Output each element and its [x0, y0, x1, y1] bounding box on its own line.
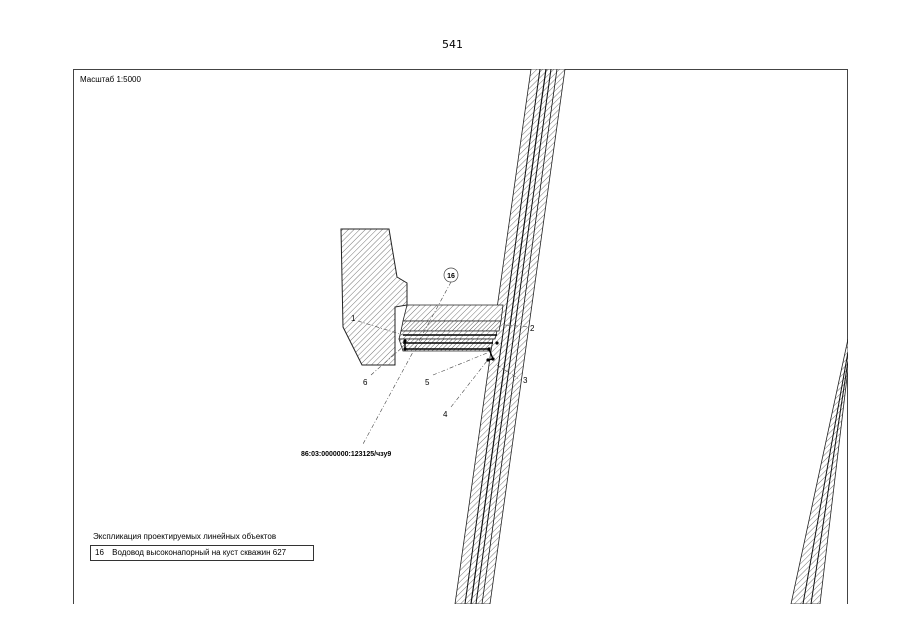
- point-4-label: 4: [443, 410, 448, 419]
- pipeline-route: [403, 339, 499, 362]
- object-callout-label: 16: [447, 273, 455, 280]
- point-3-label: 3: [523, 376, 528, 385]
- legend-title: Экспликация проектируемых линейных объек…: [93, 532, 277, 541]
- point-2-label: 2: [530, 324, 535, 333]
- secondary-corridor: [790, 338, 848, 604]
- scale-label: Масштаб 1:5000: [80, 75, 141, 84]
- map-frame: [73, 69, 848, 604]
- well-pad: [340, 228, 408, 366]
- point-6-label: 6: [363, 378, 368, 387]
- legend-item-number: 16: [95, 548, 104, 557]
- main-corridor: [454, 69, 566, 604]
- map-drawing: 16 1 2 3 4 5 6 86:03:0000000:123125/чзу9: [301, 69, 848, 604]
- cadastral-label: 86:03:0000000:123125/чзу9: [301, 451, 391, 458]
- point-1-label: 1: [351, 314, 356, 323]
- page-number: 541: [442, 38, 463, 51]
- object-callout: 16: [443, 267, 459, 283]
- leader-lines: [357, 281, 530, 445]
- legend-row: 16 Водовод высоконапорный на куст скважи…: [90, 545, 314, 561]
- connection-strips: [398, 304, 504, 352]
- point-5-label: 5: [425, 378, 430, 387]
- legend-item-label: Водовод высоконапорный на куст скважин 6…: [112, 548, 287, 557]
